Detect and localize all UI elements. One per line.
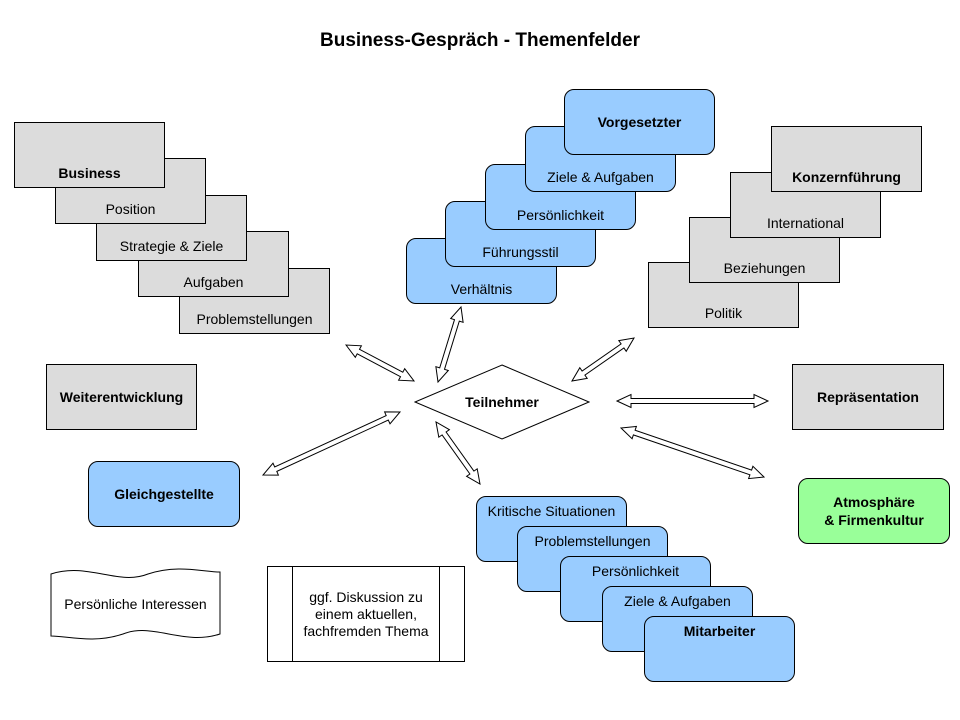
persoenliche-interessen-shape	[50, 568, 221, 640]
diskussion-box: ggf. Diskussion zu einem aktuellen, fach…	[267, 566, 465, 662]
atmosphaere-box: Atmosphäre & Firmenkultur	[798, 478, 950, 544]
gleichgestellte-box: Gleichgestellte	[88, 461, 240, 527]
weiterentwicklung-box: Weiterentwicklung	[46, 364, 197, 430]
diagram-title: Business-Gespräch - Themenfelder	[320, 30, 640, 51]
konzern-box: Konzernführung	[771, 126, 922, 192]
arrow-konzern	[571, 337, 635, 382]
arrow-mitarbeiter	[435, 421, 481, 485]
repraesentation-box: Repräsentation	[792, 364, 944, 430]
persoenliche-interessen-label: Persönliche Interessen	[64, 596, 207, 612]
arrow-atmosphaere	[619, 425, 766, 480]
teilnehmer-diamond	[414, 364, 590, 440]
teilnehmer-label: Teilnehmer	[465, 394, 539, 410]
mitarbeiter-box: Mitarbeiter	[644, 616, 795, 682]
arrow-repraesentation	[615, 393, 770, 409]
business-box: Business	[14, 122, 165, 188]
diskussion-label: ggf. Diskussion zu einem aktuellen, fach…	[303, 588, 429, 639]
arrow-weiterentwicklung	[261, 411, 402, 476]
vorgesetzter-box: Vorgesetzter	[564, 89, 715, 155]
arrow-vorgesetzter	[435, 305, 464, 384]
arrow-business	[344, 344, 416, 382]
